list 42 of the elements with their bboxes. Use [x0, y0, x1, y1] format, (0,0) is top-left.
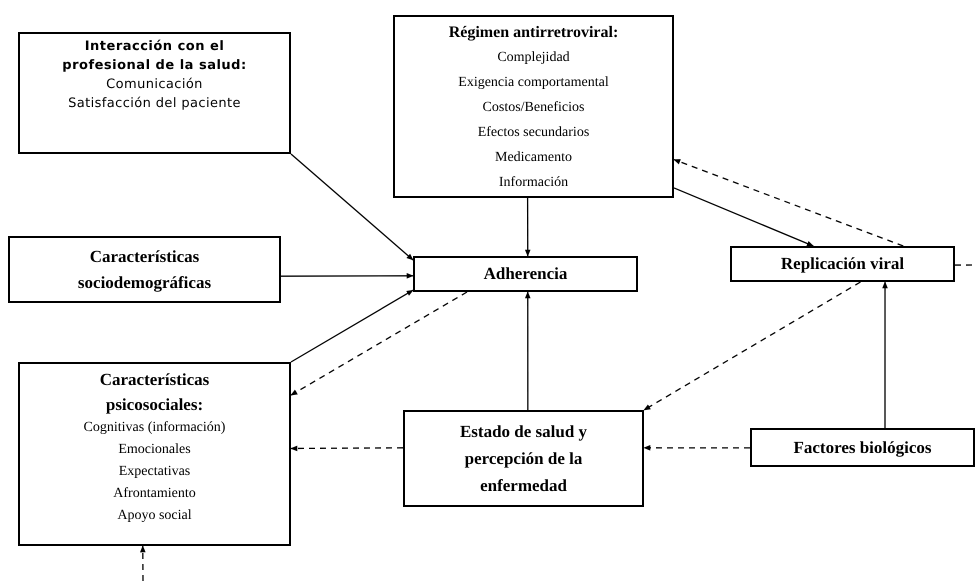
list-item: Complejidad	[497, 49, 570, 67]
list-item: Emocionales	[118, 441, 191, 459]
list-item: Información	[498, 174, 568, 192]
list-item: Apoyo social	[117, 507, 192, 525]
arrow	[882, 281, 888, 428]
dashed-arrow	[643, 281, 861, 411]
concept-box	[18, 32, 291, 154]
box-heading: Factores biológicos	[793, 436, 932, 458]
box-heading: Régimen antirretroviral:	[448, 23, 618, 43]
arrow	[524, 291, 531, 410]
arrow	[674, 187, 814, 247]
concept-box	[403, 410, 644, 507]
dashed-arrow	[673, 158, 904, 247]
concept-box	[730, 246, 955, 282]
list-item: Comunicación	[106, 76, 203, 94]
concept-box	[413, 256, 638, 292]
concept-box	[393, 15, 674, 198]
concept-box	[8, 236, 281, 303]
list-item: Cognitivas (información)	[84, 419, 226, 437]
dashed-arrow	[140, 545, 146, 581]
box-heading: Estado de salud y percepción de la enfermedad	[458, 421, 588, 497]
dashed-arrow	[643, 445, 750, 451]
box-heading: Características psicosociales:	[98, 369, 210, 416]
list-item: Expectativas	[118, 463, 190, 481]
list-item: Exigencia comportamental	[458, 74, 609, 92]
list-item: Medicamento	[495, 149, 572, 167]
list-item: Costos/Beneficios	[482, 99, 584, 117]
box-heading: Replicación viral	[780, 253, 904, 275]
concept-box	[750, 428, 975, 467]
box-heading: Adherencia	[484, 263, 568, 285]
arrow	[281, 273, 414, 279]
box-heading: Características sociodemográficas	[76, 246, 212, 294]
arrow	[290, 290, 414, 363]
list-item: Satisfacción del paciente	[68, 95, 241, 113]
dashed-arrow	[290, 446, 403, 452]
list-item: Afrontamiento	[113, 485, 196, 503]
list-item: Efectos secundarios	[478, 124, 590, 142]
concept-box	[18, 362, 291, 546]
dashed-arrow	[290, 291, 468, 396]
arrow	[290, 154, 414, 260]
box-heading: Interacción con el profesional de la salud:	[61, 38, 248, 75]
arrow	[524, 198, 531, 257]
